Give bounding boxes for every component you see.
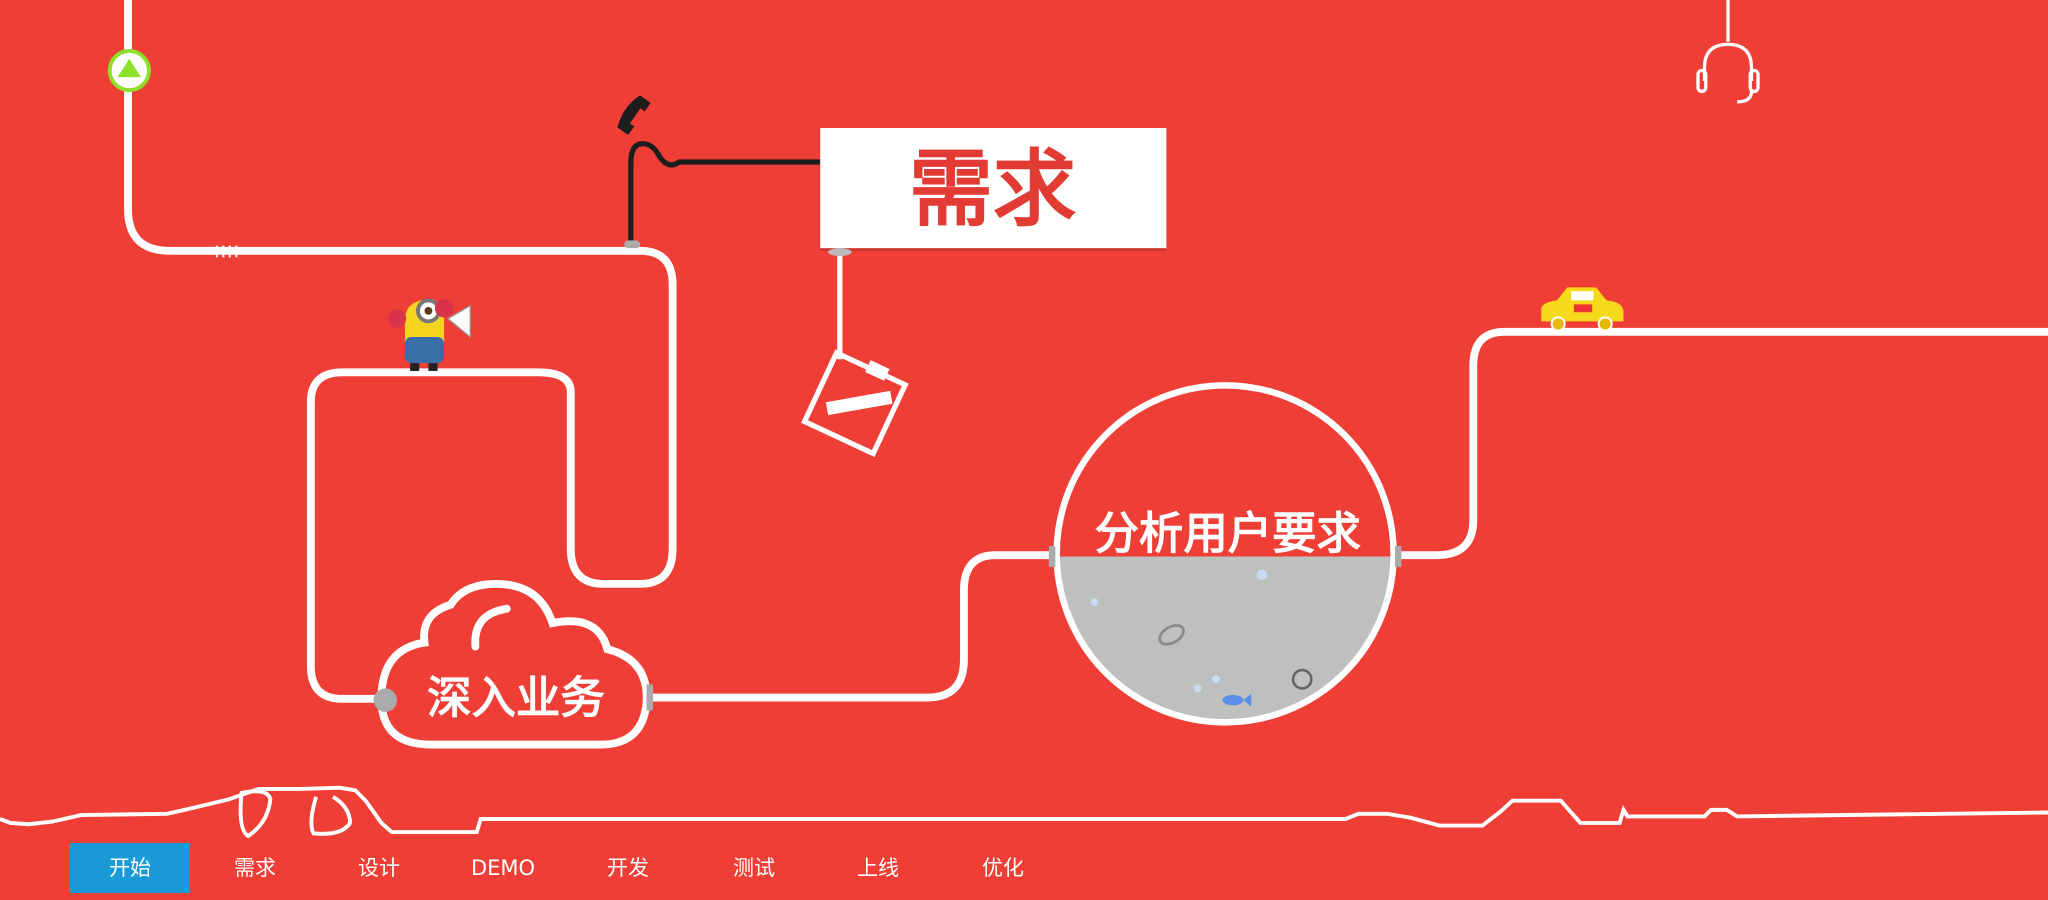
nav-item-optimize[interactable]: 优化 <box>982 856 1024 880</box>
phone-cord <box>628 141 821 245</box>
road-path-2 <box>649 551 1056 702</box>
business-cloud[interactable]: 深入业务 <box>373 579 654 749</box>
fish-icon <box>1222 693 1252 707</box>
nav-item-start[interactable]: 开始 <box>70 843 190 893</box>
skyline-loop-2 <box>309 795 353 836</box>
requirement-sign[interactable]: 需求 <box>820 128 1167 251</box>
circle-label: 分析用户要求 <box>1095 509 1362 560</box>
edit-note-icon <box>801 349 909 458</box>
bottom-nav: 开始 需求 设计 DEMO 开发 测试 上线 优化 <box>0 843 2048 893</box>
road-path <box>124 0 677 703</box>
nav-item-demo[interactable]: DEMO <box>470 856 536 880</box>
phone-icon <box>617 95 651 135</box>
headset-icon <box>1696 0 1760 104</box>
nav-item-test[interactable]: 测试 <box>733 856 775 880</box>
skyline-line <box>0 785 2048 835</box>
nav-item-requirements[interactable]: 需求 <box>234 856 276 880</box>
analysis-circle[interactable]: 分析用户要求 <box>1048 382 1402 726</box>
skyline-loop <box>238 789 273 839</box>
minion-megaphone-icon <box>387 298 471 371</box>
start-up-arrow-icon[interactable] <box>107 48 151 93</box>
sign-title: 需求 <box>909 140 1077 238</box>
taxi-car-icon <box>1541 287 1624 332</box>
road-marks <box>215 245 238 258</box>
fish-bone-icon <box>1158 624 1185 646</box>
road-path-3 <box>1397 327 2048 560</box>
nav-item-design[interactable]: 设计 <box>358 856 400 880</box>
cloud-label: 深入业务 <box>427 673 605 724</box>
nav-item-launch[interactable]: 上线 <box>857 856 899 880</box>
nav-item-develop[interactable]: 开发 <box>607 856 649 880</box>
shrimp-icon <box>1291 668 1313 690</box>
